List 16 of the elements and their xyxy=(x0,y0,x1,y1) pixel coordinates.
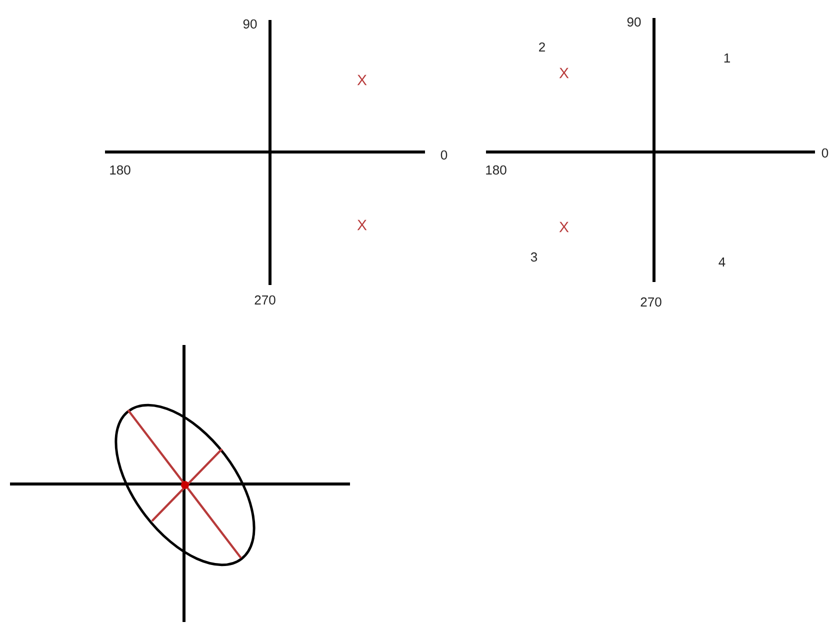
axis-label: 0 xyxy=(822,148,828,158)
axis-label: 270 xyxy=(640,297,662,307)
axis-label: 90 xyxy=(243,19,257,29)
quadrant-number: 2 xyxy=(539,42,545,52)
quadrant-number: 1 xyxy=(724,54,730,62)
axis-label: 180 xyxy=(110,165,130,175)
axis-label: 0 xyxy=(440,150,448,160)
axis-label: 180 xyxy=(486,165,506,175)
cross-mark: X xyxy=(357,220,367,230)
axis-label: 90 xyxy=(627,17,641,27)
quadrant-number: 3 xyxy=(530,252,538,262)
cross-mark: X xyxy=(357,74,367,86)
cross-mark: X xyxy=(559,222,569,232)
cross-mark: X xyxy=(559,68,569,78)
axis-label: 270 xyxy=(254,295,276,305)
quadrant-number: 4 xyxy=(718,258,726,266)
